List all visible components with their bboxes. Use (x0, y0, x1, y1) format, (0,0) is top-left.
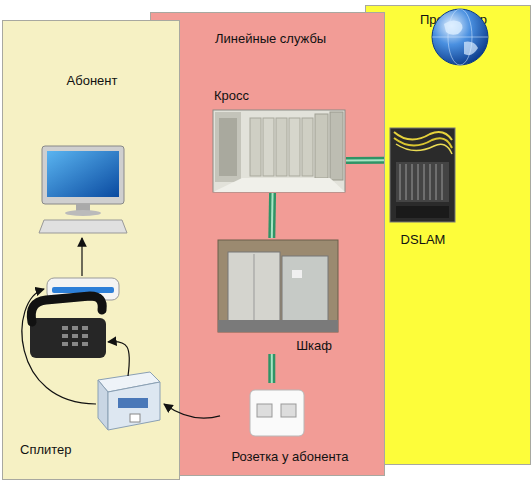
wall-socket (250, 390, 304, 436)
cable-line (271, 193, 273, 238)
dslam-node: DSLAM (384, 126, 462, 248)
node-label: DSLAM (384, 232, 462, 248)
phone-icon (30, 296, 106, 358)
cable-line (346, 160, 384, 161)
cable-highlight (271, 193, 274, 238)
splitter-device (98, 372, 160, 430)
computer-icon (39, 146, 127, 233)
cabinet-photo (218, 240, 338, 332)
globe-icon (432, 9, 488, 65)
node-label: Провайдер (420, 12, 487, 28)
node-label: Линейные службы (215, 31, 326, 47)
cable-highlight (271, 354, 273, 383)
node-label: Сплитер (20, 442, 72, 458)
line-services-band: Линейные службыКроссШкафРозетка у абонен… (150, 12, 385, 476)
wire-arrow (108, 342, 129, 376)
splitter-node: Сплитер (16, 368, 164, 458)
node-label: Розетка у абонента (220, 449, 360, 465)
node-label: Абонент (3, 73, 181, 89)
dslam-photo (390, 128, 455, 222)
wire-arrow (164, 404, 220, 418)
cable-line (271, 354, 272, 383)
wire-arrow (22, 289, 96, 404)
cross-photo (213, 110, 345, 192)
modem-icon (47, 278, 119, 300)
subscriber-band: АбонентСплитер (2, 20, 180, 480)
node-label: Шкаф (296, 338, 332, 354)
cabinet-node: Шкаф (216, 238, 340, 354)
provider-band: ПровайдерDSLAM (365, 5, 531, 465)
node-label: Кросс (214, 88, 249, 104)
cable-highlight (346, 159, 384, 161)
wire-arrow (81, 238, 82, 276)
socket-node: Розетка у абонента (220, 383, 360, 465)
cross-node: Кросс (210, 88, 346, 193)
